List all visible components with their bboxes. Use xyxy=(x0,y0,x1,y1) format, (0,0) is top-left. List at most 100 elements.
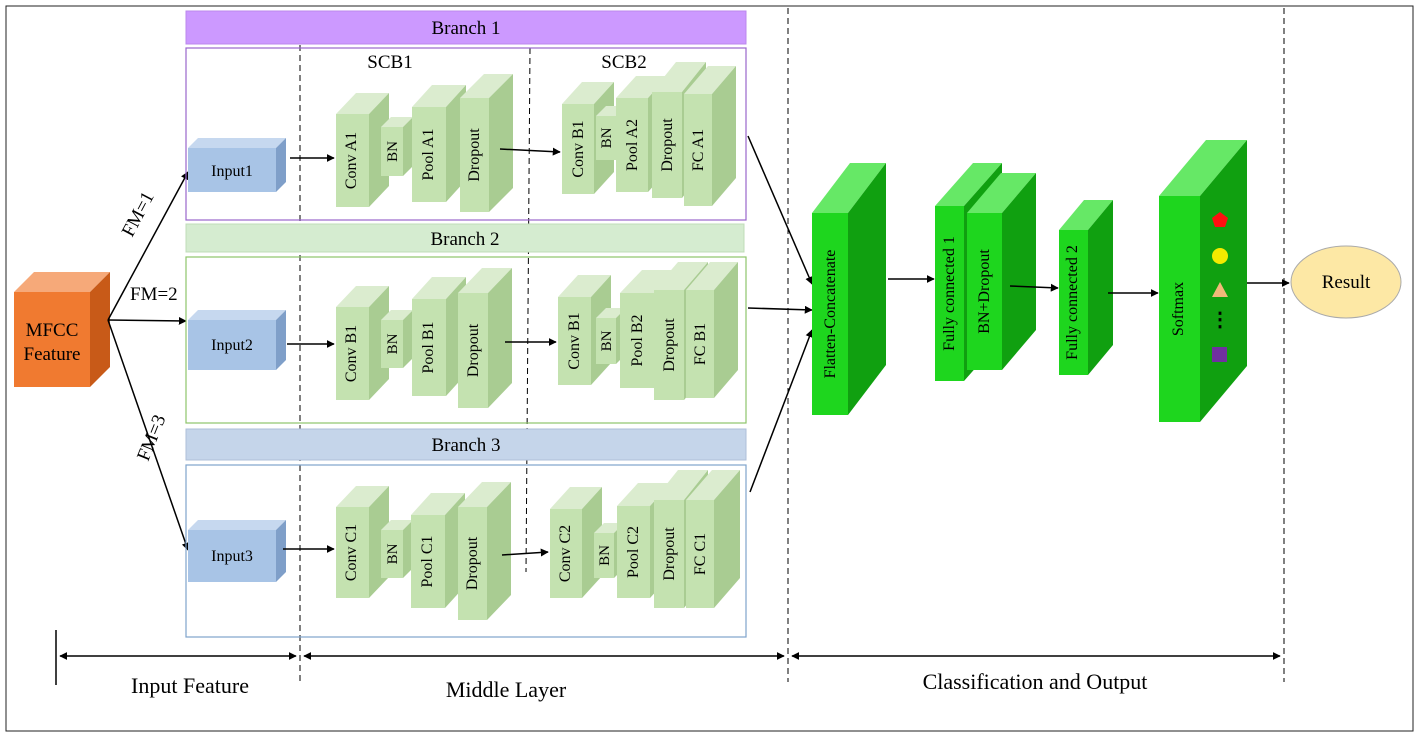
result-node: Result xyxy=(1290,245,1402,319)
b3-conv-c1-label: Conv C1 xyxy=(343,524,360,581)
branch2-frame xyxy=(185,256,747,424)
b3-fc-c1: FC C1 xyxy=(686,470,740,608)
b3-bn-label: BN xyxy=(385,543,401,564)
input2-label: Input2 xyxy=(211,337,253,354)
fm2-label: FM=2 xyxy=(130,284,178,305)
b2-pool-b1: Pool B1 xyxy=(412,277,466,396)
b3-bn2: BN xyxy=(594,523,624,578)
result-label: Result xyxy=(1322,272,1371,293)
flatten-label: Flatten-Concatenate xyxy=(822,250,839,379)
fc1-label: Fully connected 1 xyxy=(941,236,958,351)
mfcc-feature-block: MFCC Feature xyxy=(14,272,110,387)
b2-bn-label: BN xyxy=(385,333,401,354)
branch3-frame xyxy=(185,464,747,638)
branch3-header xyxy=(185,428,747,461)
input-feature-label: Input Feature xyxy=(131,673,249,698)
b3-pool-c1: Pool C1 xyxy=(411,493,465,608)
b1-fc-a1: FC A1 xyxy=(684,66,736,206)
b1-pool-a1: Pool A1 xyxy=(412,85,466,202)
input3-block: Input3 xyxy=(188,520,286,582)
b2-bn2-label: BN xyxy=(599,330,615,351)
scb2-label: SCB2 xyxy=(601,52,646,73)
purple-square-icon xyxy=(1212,347,1227,362)
flatten-concatenate-block: Flatten-Concatenate xyxy=(812,163,886,415)
b1-fc-a1-label: FC A1 xyxy=(690,129,707,171)
input1-label: Input1 xyxy=(211,163,253,180)
b2-pool-b1-label: Pool B1 xyxy=(420,321,437,373)
b3-conv-c2-label: Conv C2 xyxy=(557,525,574,582)
mfcc-line1: MFCC xyxy=(26,320,79,341)
b2-dropout1-label: Dropout xyxy=(465,323,482,377)
b3-bn2-label: BN xyxy=(597,545,613,566)
branch2-layers: Input2 Conv B1 BN Pool B1 Dropout xyxy=(188,262,738,408)
b2-to-flatten-arrow xyxy=(747,305,813,314)
input2-block: Input2 xyxy=(188,310,286,370)
b3-dropout1-label: Dropout xyxy=(464,536,481,590)
b3-fc-c1-label: FC C1 xyxy=(692,533,709,575)
b3-dropout1: Dropout xyxy=(458,482,511,620)
b3-pool-c2: Pool C2 xyxy=(617,483,671,598)
b2-pool-b2-label: Pool B2 xyxy=(629,314,646,366)
b3-pool-c2-label: Pool C2 xyxy=(625,526,642,578)
b1-dropout2-label: Dropout xyxy=(659,118,676,172)
branch2-title: Branch 2 xyxy=(430,229,499,250)
b1-dropout1: Dropout xyxy=(460,74,513,212)
b1-pool-a2-label: Pool A2 xyxy=(624,119,641,171)
b1-dropout1-label: Dropout xyxy=(466,128,483,182)
b1-conv-a1: Conv A1 xyxy=(336,93,389,207)
tan-triangle-icon xyxy=(1212,282,1228,297)
b2-fc-b1-label: FC B1 xyxy=(692,323,709,365)
scb-divider xyxy=(525,47,531,573)
b2-conv-b1-label: Conv B1 xyxy=(343,325,360,382)
b1-arrow-scb xyxy=(499,147,561,156)
b2-dropout2-label: Dropout xyxy=(661,318,678,372)
mfcc-line2: Feature xyxy=(24,344,81,365)
scb1-label: SCB1 xyxy=(367,52,412,73)
b1-bn-label: BN xyxy=(385,141,401,162)
b3-bn: BN xyxy=(381,520,413,578)
fc2-label: Fully connected 2 xyxy=(1064,245,1081,360)
b2-bn: BN xyxy=(381,310,413,368)
b3-to-flatten-arrow xyxy=(749,329,814,493)
middle-layer-label: Middle Layer xyxy=(446,677,567,702)
fm2-arrow xyxy=(107,316,187,325)
b2-conv-b1: Conv B1 xyxy=(336,286,389,400)
b1-bn2-label: BN xyxy=(599,127,615,148)
fm3-label: FM=3 xyxy=(133,412,170,464)
input1-block: Input1 xyxy=(188,138,286,192)
b3-pool-c1-label: Pool C1 xyxy=(419,535,436,587)
fc1-to-fc2-arrow xyxy=(1009,283,1059,292)
fm1-arrow xyxy=(107,171,189,321)
yellow-circle-icon xyxy=(1212,248,1228,264)
branch1-title: Branch 1 xyxy=(431,18,500,39)
outer-frame xyxy=(5,5,1414,732)
input3-label: Input3 xyxy=(211,548,253,565)
bn-dropout-label: BN+Dropout xyxy=(976,249,993,334)
softmax-label: Softmax xyxy=(1170,282,1187,336)
b3-arrow-scb xyxy=(501,548,549,557)
branch3-title: Branch 3 xyxy=(431,435,500,456)
softmax-block: Softmax ⋮ xyxy=(1159,140,1247,422)
b1-to-flatten-arrow xyxy=(747,135,813,285)
branch1-frame xyxy=(185,47,747,221)
fully-connected-2-block: Fully connected 2 xyxy=(1059,200,1113,375)
ellipsis-icon: ⋮ xyxy=(1210,309,1230,331)
b1-conv-a2-label: Conv B1 xyxy=(570,120,587,177)
b2-dropout1: Dropout xyxy=(458,268,512,408)
branch2-header xyxy=(185,223,745,253)
red-pentagon-icon xyxy=(1212,212,1228,227)
fm3-arrow xyxy=(107,319,190,551)
b3-dropout2-label: Dropout xyxy=(661,527,678,581)
fm1-label: FM=1 xyxy=(118,188,159,240)
b1-conv-a1-label: Conv A1 xyxy=(343,132,360,189)
bn-dropout-block: BN+Dropout xyxy=(967,173,1036,370)
branch1-header xyxy=(185,10,747,45)
b1-pool-a1-label: Pool A1 xyxy=(420,128,437,180)
b2-fc-b1: FC B1 xyxy=(686,262,738,398)
classification-output-label: Classification and Output xyxy=(923,669,1148,694)
branch3-layers: Input3 Conv C1 BN Pool C1 Dropout xyxy=(188,470,740,620)
branch1-layers: Input1 Conv A1 BN Pool A1 Dropout xyxy=(188,62,736,212)
b2-conv-b1b-label: Conv B1 xyxy=(566,312,583,369)
